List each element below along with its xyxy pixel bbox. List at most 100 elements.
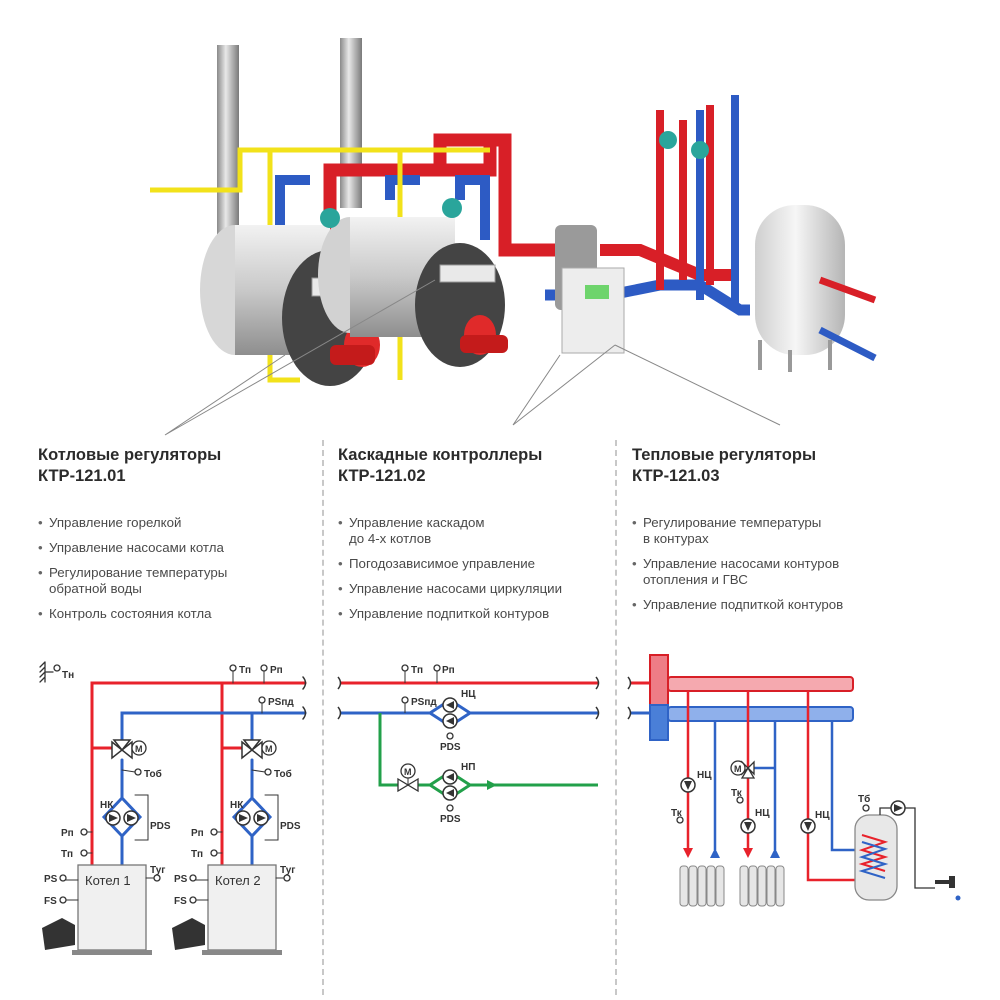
chimney: [217, 45, 239, 260]
sensor-label: Тп: [411, 665, 423, 676]
pipe-break: [337, 676, 600, 720]
makeup-line: [378, 713, 398, 787]
column-divider: [615, 440, 617, 995]
sensor-icon: [53, 664, 291, 904]
sensor-label: Тоб: [274, 768, 292, 780]
pump-label: НЦ: [697, 770, 712, 781]
boiler-label: Котел 2: [215, 873, 261, 888]
motor-icon: [400, 763, 416, 779]
return-line: [120, 711, 307, 742]
burner: [330, 345, 375, 365]
sensor-label: PDS: [440, 742, 461, 753]
return-header: [667, 706, 854, 722]
sensor-label: Тк: [671, 808, 683, 819]
sensor-label: Рп: [61, 828, 74, 839]
pump-icon: [659, 131, 677, 149]
burner-icon: [42, 918, 205, 950]
pump-label: НК: [230, 800, 244, 811]
pump-icon: [691, 141, 709, 159]
schema-boiler-regulators: M M Тн Тп Рп PSпд Тоб Тоб: [39, 661, 307, 955]
feature-item: Управление горелкой: [38, 515, 328, 531]
feature-item: Управление каскадом до 4-х котлов: [338, 515, 628, 547]
feature-item: Контроль состояния котла: [38, 606, 328, 622]
boiler-base: [72, 950, 152, 955]
motor-label: M: [135, 744, 143, 754]
boiler-label: Котел 1: [85, 873, 131, 888]
feature-list: Регулирование температуры в контурах Упр…: [632, 515, 922, 613]
pump-icon: [442, 198, 462, 218]
boiler-room-illustration: [150, 38, 877, 436]
sensor-label: FS: [174, 896, 187, 907]
storage-tank: [755, 205, 845, 355]
pump-label: НЦ: [461, 689, 476, 700]
sensor-icon: [676, 796, 870, 824]
pump-label: НЦ: [755, 808, 770, 819]
motor-label: M: [404, 767, 412, 777]
sensor-label: PS: [174, 874, 188, 885]
controller-display: [585, 285, 609, 299]
return-line: [713, 721, 855, 852]
feature-item: Управление подпиткой контуров: [338, 606, 628, 622]
pds-line: [134, 794, 279, 841]
sensor-label: Тп: [61, 849, 73, 860]
schema-heat-regulators: M НЦ НЦ НЦ Тк Тк Тб: [627, 654, 961, 907]
manifold-supply: [649, 654, 669, 706]
flow-arrow-icon: [683, 848, 753, 858]
boiler-controller: [439, 264, 496, 283]
motor-icon: [131, 740, 277, 756]
feature-list: Управление каскадом до 4-х котлов Погодо…: [338, 515, 628, 622]
return-pipe: [275, 175, 490, 240]
sensor-label: PS: [44, 874, 58, 885]
supply-pipe: [818, 276, 877, 304]
feature-item: Управление подпиткой контуров: [632, 597, 922, 613]
feature-item: Регулирование температуры обратной воды: [38, 565, 328, 597]
motor-label: M: [265, 744, 273, 754]
supply-line: [90, 681, 307, 872]
sensor-label: PDS: [440, 814, 461, 825]
feature-item: Погодозависимое управление: [338, 556, 628, 572]
feature-item: Управление насосами контуров отопления и…: [632, 556, 922, 588]
flow-arrow-icon: [710, 848, 780, 858]
manifold-return: [649, 704, 669, 741]
return-line: [120, 758, 254, 872]
pump-bypass: [101, 795, 273, 839]
pump-label: НП: [461, 762, 475, 773]
motor-icon: [730, 760, 746, 776]
sensor-label: Тп: [191, 849, 203, 860]
sensor-label: Тоб: [144, 768, 162, 780]
boiler-box: [77, 864, 147, 951]
sensor-label: PDS: [280, 821, 301, 832]
cascade-controller-cabinet: [561, 267, 625, 354]
sensor-label: Тк: [731, 788, 743, 799]
sensor-label: Тп: [239, 665, 251, 676]
sensor-label: FS: [44, 896, 57, 907]
motor-label: M: [734, 764, 742, 774]
sensor-label: PSпд: [411, 697, 437, 708]
sensor-label: Тн: [62, 670, 74, 681]
pump-label: НК: [100, 800, 114, 811]
water-drop-icon: [955, 895, 961, 901]
pump-triangle: [446, 701, 454, 797]
boiler-base: [202, 950, 282, 955]
feature-item: Управление насосами котла: [38, 540, 328, 556]
sensor-label: Рп: [270, 665, 283, 676]
sensor-label: PDS: [150, 821, 171, 832]
tank-legs: [758, 340, 832, 372]
pipe-break: [302, 676, 307, 720]
callout-line: [164, 279, 781, 436]
supply-pipe: [600, 244, 735, 281]
column-divider: [322, 440, 324, 995]
pump-label: НЦ: [815, 810, 830, 821]
pump-icon: [320, 208, 340, 228]
sensor-label: Туг: [280, 865, 295, 876]
feature-item: Регулирование температуры в контурах: [632, 515, 922, 547]
supply-header: [667, 676, 854, 692]
sensor-label: Рп: [191, 828, 204, 839]
chimney: [340, 38, 362, 208]
